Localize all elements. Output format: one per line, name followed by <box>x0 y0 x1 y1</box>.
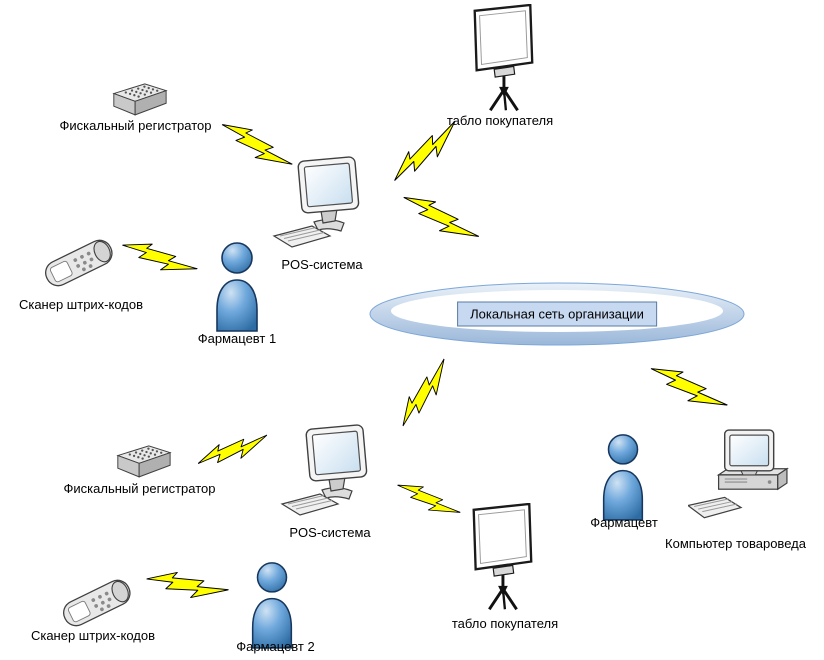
barcode-scanner-icon <box>40 230 118 297</box>
node-pharmacist-1 <box>207 240 267 332</box>
lightning-bolt-icon <box>394 474 462 527</box>
label-pos-system-2: POS-система <box>289 525 371 540</box>
node-merchandiser-computer <box>688 428 790 524</box>
label-barcode-scanner-1: Сканер штрих-кодов <box>18 297 144 312</box>
link-scanner1-pharmacist1 <box>119 231 199 286</box>
label-pharmacist-1: Фармацевт 1 <box>197 331 277 346</box>
label-customer-display-1: табло покупателя <box>446 113 554 128</box>
lightning-bolt-icon <box>391 356 459 431</box>
link-network-pos2 <box>391 356 459 431</box>
customer-display-icon <box>462 503 540 612</box>
label-pos-system-1: POS-система <box>281 257 363 272</box>
network-label: Локальная сеть организации <box>470 306 644 322</box>
link-network-computer <box>646 355 730 423</box>
label-fiscal-registrar-1: Фискальный регистратор <box>59 118 212 133</box>
network-label-box: Локальная сеть организации <box>457 301 657 327</box>
node-fiscal-registrar-1 <box>108 80 170 121</box>
link-fiscal1-pos1 <box>217 112 295 180</box>
node-barcode-scanner-2 <box>58 570 136 637</box>
node-barcode-scanner-1 <box>40 230 118 297</box>
label-barcode-scanner-2: Сканер штрих-кодов <box>30 628 156 643</box>
link-pos1-network <box>399 184 482 254</box>
lightning-bolt-icon <box>399 184 482 254</box>
person-icon <box>207 240 267 332</box>
barcode-scanner-icon <box>58 570 136 637</box>
lightning-bolt-icon <box>119 231 199 286</box>
local-network-node: Локальная сеть организации <box>368 282 746 346</box>
label-fiscal-registrar-2: Фискальный регистратор <box>63 481 216 496</box>
customer-display-icon <box>463 4 541 113</box>
node-fiscal-registrar-2 <box>112 442 174 483</box>
node-pos-system-2 <box>280 424 380 524</box>
pos-workstation-icon <box>280 424 380 524</box>
lightning-bolt-icon <box>646 355 730 423</box>
lightning-bolt-icon <box>144 563 230 609</box>
link-fiscal2-pos2 <box>194 431 271 470</box>
label-pharmacist-3: Фармацевт <box>590 515 658 530</box>
desktop-computer-icon <box>688 428 790 524</box>
fiscal-printer-icon <box>108 80 170 121</box>
person-icon <box>243 560 301 649</box>
link-scanner2-pharmacist2 <box>144 563 230 609</box>
node-pharmacist-2 <box>243 560 301 649</box>
node-customer-display-2 <box>462 503 540 612</box>
label-merchandiser-computer: Компьютер товароведа <box>665 536 806 551</box>
node-customer-display-1 <box>463 4 541 113</box>
lightning-bolt-icon <box>217 112 295 180</box>
lightning-bolt-icon <box>194 431 271 470</box>
label-pharmacist-2: Фармацевт 2 <box>236 639 315 654</box>
person-icon <box>594 432 652 521</box>
label-customer-display-2: табло покупателя <box>451 616 559 631</box>
link-pos2-display2 <box>394 474 462 527</box>
fiscal-printer-icon <box>112 442 174 483</box>
node-pharmacist-3 <box>594 432 652 521</box>
